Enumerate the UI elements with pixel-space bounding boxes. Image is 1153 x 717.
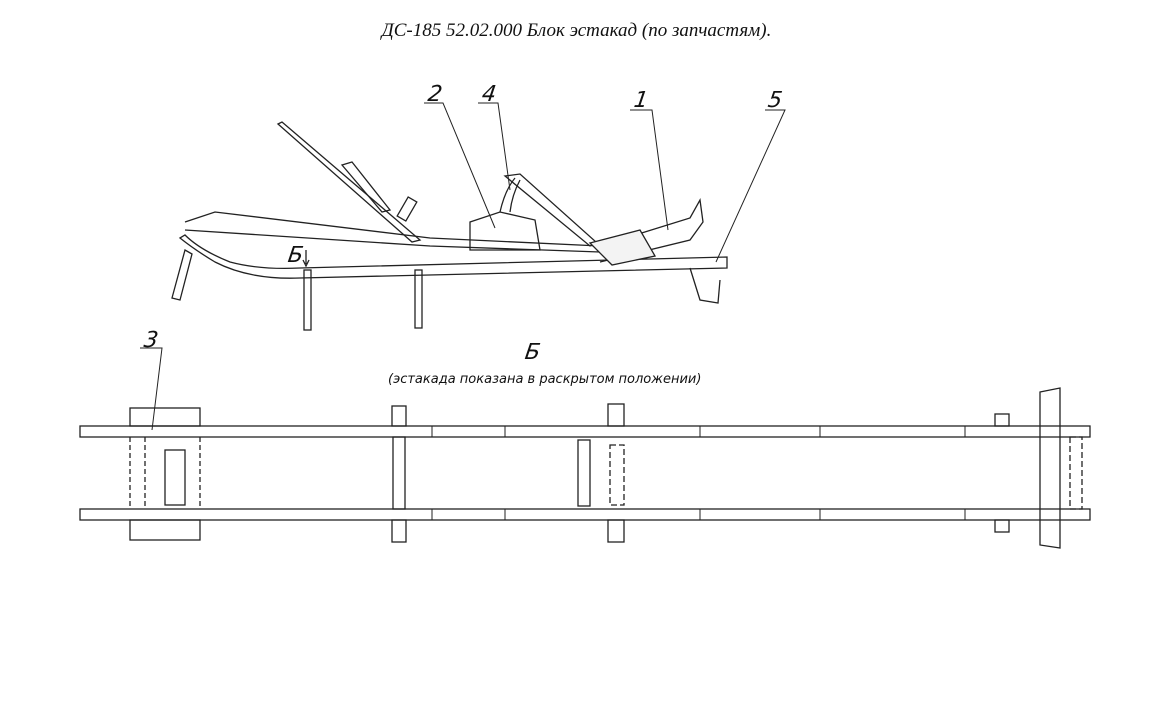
side-view: [171, 102, 786, 331]
view-caption: (эстакада показана в раскрытом положении…: [388, 372, 702, 387]
drawing-title: ДС-185 52.02.000 Блок эстакад (по запчас…: [381, 20, 772, 41]
plan-view: [79, 347, 1091, 549]
